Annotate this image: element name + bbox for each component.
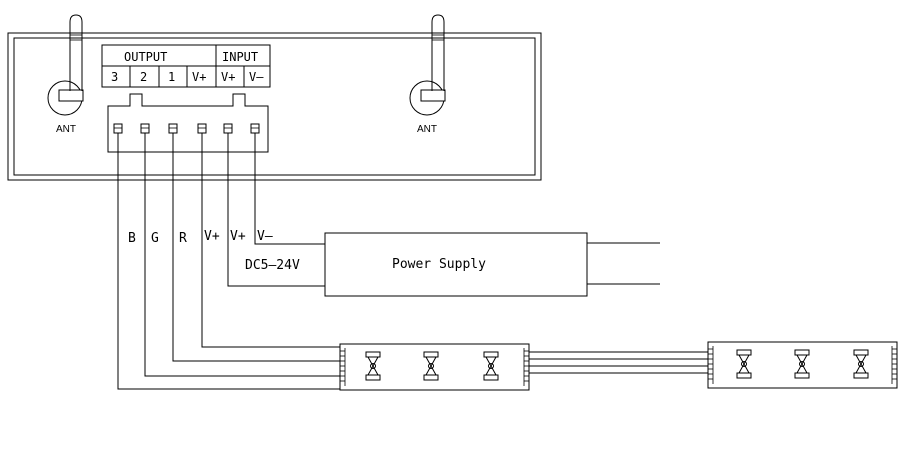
strip-1-end-right (524, 350, 529, 382)
terminal-pin-vminus-in (250, 123, 260, 134)
terminal-pin-1 (168, 123, 178, 134)
strip-1-led-2 (423, 351, 439, 381)
left-antenna: ANT (47, 14, 84, 135)
pin-label-1: 1 (168, 70, 175, 84)
wire-r (172, 133, 340, 362)
terminal-pin-3 (113, 123, 123, 134)
strip-interconnect (529, 351, 708, 374)
strip-1-led-1 (365, 351, 381, 381)
output-header: OUTPUT (124, 50, 167, 64)
wire-labels: B G R V+ V+ V– (128, 229, 273, 246)
wire-vplus-psu (227, 133, 325, 287)
strip-1-end-left (340, 350, 345, 382)
power-supply: Power Supply DC5–24V (245, 232, 660, 297)
terminal-pin-2 (140, 123, 150, 134)
strip-1-led-3 (483, 351, 499, 381)
pin-label-2: 2 (140, 70, 147, 84)
wire-g (144, 133, 340, 377)
strip-2-end-right (892, 348, 897, 380)
power-supply-voltage: DC5–24V (245, 258, 300, 273)
terminal-connector (107, 93, 269, 153)
pin-label-vplus-out: V+ (192, 70, 206, 84)
power-supply-label: Power Supply (392, 257, 486, 272)
wire-vplus-strip (201, 133, 340, 348)
wire-label-vplus-2: V+ (230, 229, 246, 244)
antenna-right-label: ANT (417, 124, 437, 135)
pin-label-vplus-in: V+ (221, 70, 235, 84)
led-strip-1 (339, 343, 530, 391)
led-strip-2 (707, 341, 898, 389)
pin-label-3: 3 (111, 70, 118, 84)
wire-label-b: B (128, 231, 136, 246)
right-antenna: ANT (409, 14, 446, 135)
pin-label-vminus-in: V– (249, 70, 264, 84)
antenna-left-label: ANT (56, 124, 76, 135)
wire-vminus-psu (254, 133, 325, 245)
wire-b (117, 133, 340, 390)
wire-label-r: R (179, 231, 187, 246)
terminal-pin-vplus-in (223, 123, 233, 134)
terminal-label-table: OUTPUT INPUT 3 2 1 V+ V+ V– (101, 44, 271, 88)
wire-label-vplus-1: V+ (204, 229, 220, 244)
strip-2-led-3 (853, 349, 869, 379)
wire-label-g: G (151, 231, 159, 246)
strip-2-led-2 (794, 349, 810, 379)
wire-label-vminus: V– (257, 229, 273, 244)
strip-2-led-1 (736, 349, 752, 379)
input-header: INPUT (222, 50, 258, 64)
controller-box (7, 32, 542, 181)
wires (117, 133, 340, 390)
terminal-pin-vplus-out (197, 123, 207, 134)
strip-2-end-left (708, 348, 713, 380)
